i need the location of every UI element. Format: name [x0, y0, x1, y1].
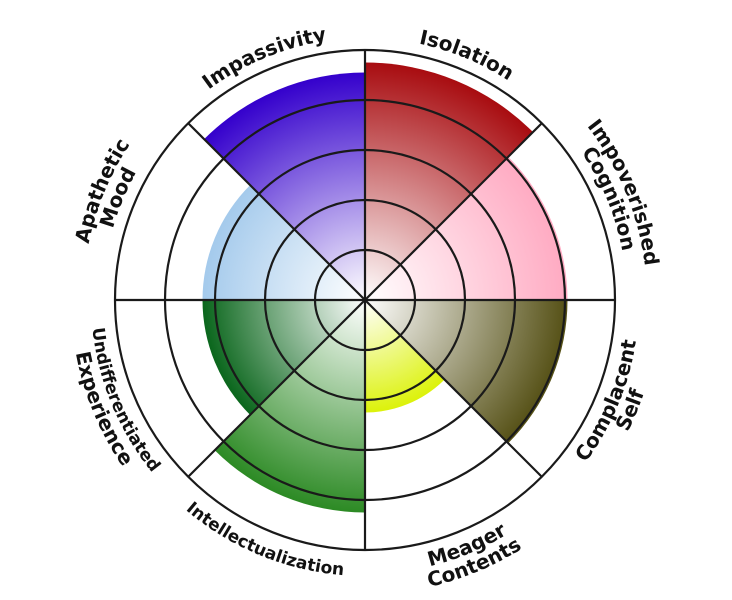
sector-impassivity [204, 72, 365, 300]
category-label-intellectualization: Intellectualization [182, 498, 345, 580]
sector-impoverished-cognition [365, 156, 568, 300]
sector-intellectualization [214, 300, 365, 513]
grid-spoke [187, 122, 366, 301]
sector-complacent-self [365, 300, 568, 444]
sectors [202, 62, 568, 513]
sector-meager-contents [365, 300, 445, 413]
grid-spoke [364, 122, 543, 301]
grid-spoke [364, 299, 543, 478]
sector-isolation [365, 62, 533, 300]
grid-spoke [187, 299, 366, 478]
grid [113, 48, 617, 552]
